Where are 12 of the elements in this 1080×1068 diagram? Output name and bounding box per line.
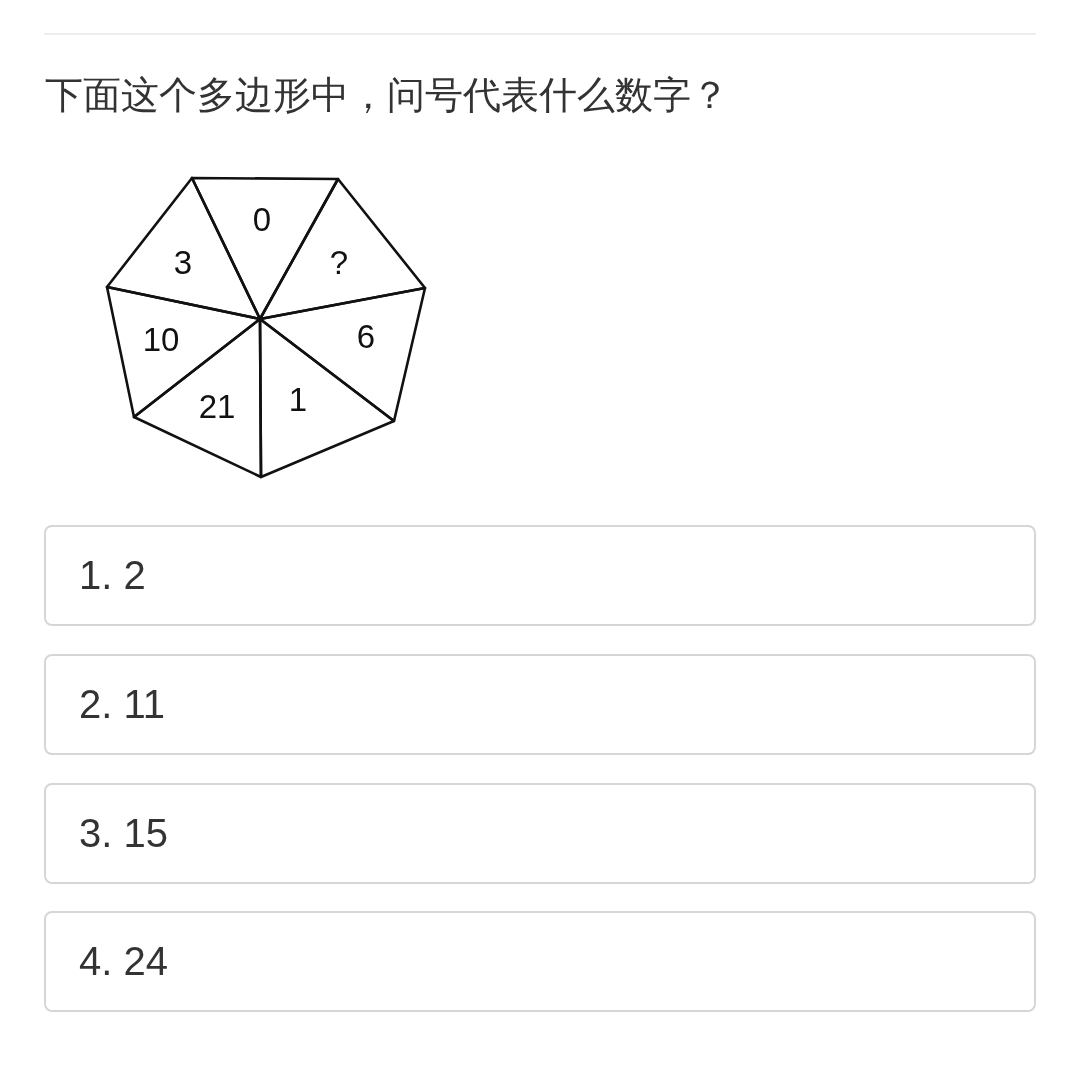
- answer-option: 2. 11: [44, 654, 1036, 755]
- sector-number: 1: [288, 383, 308, 417]
- sector-number: 10: [142, 323, 180, 357]
- answer-option: 4. 24: [44, 911, 1036, 1012]
- sector-number: 0: [252, 203, 272, 237]
- sector-number: 21: [198, 390, 236, 424]
- sector-number: ?: [329, 246, 349, 280]
- question-text: 下面这个多边形中，问号代表什么数字？: [45, 72, 729, 119]
- sector-number: 6: [356, 320, 376, 354]
- answer-option: 3. 15: [44, 783, 1036, 884]
- answer-option: 1. 2: [44, 525, 1036, 626]
- sector-number: 3: [173, 246, 193, 280]
